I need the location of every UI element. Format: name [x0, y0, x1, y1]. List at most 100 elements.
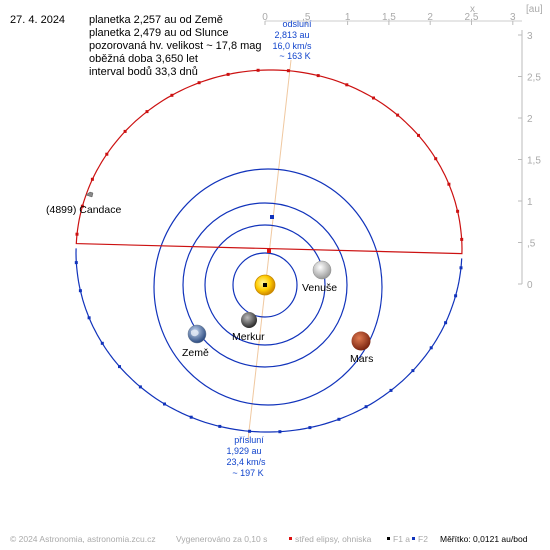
y-scale: 32,521,51,50: [518, 30, 541, 291]
generated-text: Vygenerováno za 0,10 s: [176, 534, 267, 544]
asteroid-orbit: [74, 68, 464, 434]
orbit-point: [396, 113, 400, 117]
mercury-icon: [241, 312, 257, 328]
orbit-point: [389, 388, 393, 392]
orbit-point: [145, 110, 149, 114]
orbit-point: [218, 424, 222, 428]
x-tick-label: 0: [262, 12, 268, 23]
orbit-point: [90, 177, 94, 181]
scale-text: Měřítko: 0,0121 au/bod: [440, 534, 528, 544]
y-tick-label: 1,5: [527, 156, 541, 167]
earth-label: Země: [182, 347, 209, 359]
earth-orbit: [182, 202, 348, 368]
orbit-point: [286, 69, 290, 73]
date-label: 27. 4. 2024: [10, 14, 65, 26]
orbit-point: [256, 68, 260, 72]
orbit-point: [163, 402, 166, 406]
orbit-point: [87, 316, 91, 320]
orbit-point: [74, 261, 78, 265]
mars-icon: [351, 331, 371, 351]
orbit-point: [345, 83, 349, 87]
x-tick-label: 3: [510, 12, 516, 23]
venus-label: Venuše: [302, 282, 337, 294]
orbit-point: [170, 93, 174, 97]
aphelion-label: odsluní 2,813 au 16,0 km/s ~ 163 K: [272, 19, 312, 61]
info-line: planetka 2,479 au od Slunce: [89, 27, 228, 39]
orbit-point: [454, 294, 458, 298]
perihelion-title: přísluní: [234, 435, 264, 445]
legend-f2-swatch: [412, 537, 415, 540]
legend-center-text: střed elipsy, ohniska: [295, 534, 372, 544]
orbit-point: [456, 209, 460, 213]
orbit-point: [459, 266, 463, 270]
earth-icon: [187, 324, 207, 344]
aphelion-speed: 16,0 km/s: [272, 41, 312, 51]
orbit-point: [444, 321, 448, 325]
orbit-point: [417, 133, 420, 137]
x-axis-letter: x: [470, 4, 475, 15]
x-tick-label: ,5: [302, 12, 311, 23]
legend-f1-text: F1 a: [393, 534, 410, 544]
x-tick-label: 2: [427, 12, 433, 23]
y-tick-label: 3: [527, 31, 533, 42]
orbit-point: [189, 415, 193, 419]
orbit-point: [460, 237, 464, 241]
orbit-point: [105, 152, 109, 156]
orbit-point: [80, 204, 84, 208]
aphelion-title: odsluní: [282, 19, 312, 29]
legend-f1-swatch: [387, 537, 390, 540]
perihelion-temperature: ~ 197 K: [232, 468, 263, 478]
orbit-point: [278, 430, 282, 434]
orbit-point: [337, 417, 341, 421]
y-tick-label: 2,5: [527, 73, 541, 84]
info-line: pozorovaná hv. velikost ~ 17,8 mag: [89, 40, 262, 52]
info-line: planetka 2,257 au od Země: [89, 14, 223, 26]
asteroid-icon: [85, 191, 94, 198]
orbit-point: [364, 405, 368, 409]
orbit-point: [248, 429, 252, 433]
perihelion-label: přísluní 1,929 au 23,4 km/s ~ 197 K: [226, 435, 266, 478]
perihelion-distance: 1,929 au: [226, 446, 261, 456]
perihelion-speed: 23,4 km/s: [226, 457, 266, 467]
orbit-point: [138, 385, 142, 389]
orbit-point: [78, 289, 82, 293]
focus-f2-marker: [270, 215, 274, 219]
venus-orbit: [204, 224, 326, 346]
orbit-point: [308, 426, 312, 430]
aphelion-distance: 2,813 au: [274, 30, 309, 40]
footer: © 2024 Astronomia, astronomia.zcu.cz Vyg…: [10, 534, 528, 544]
y-tick-label: 0: [527, 280, 533, 291]
orbit-point: [123, 129, 127, 133]
orbit-point: [226, 72, 230, 76]
orbit-point: [100, 341, 104, 345]
orbit-point: [372, 96, 375, 100]
aphelion-temperature: ~ 163 K: [279, 51, 310, 61]
orbit-point: [447, 182, 451, 186]
y-tick-label: ,5: [527, 239, 536, 250]
info-line: oběžná doba 3,650 let: [89, 53, 198, 65]
y-tick-label: 2: [527, 114, 533, 125]
mercury-orbit: [232, 252, 298, 318]
x-tick-label: 1: [345, 12, 351, 23]
orbit-point: [434, 157, 438, 161]
info-panel: planetka 2,257 au od Země planetka 2,479…: [89, 14, 262, 78]
info-line: interval bodů 33,3 dnů: [89, 66, 198, 78]
x-tick-label: 2,5: [465, 12, 479, 23]
ellipse-center-marker: [267, 249, 271, 253]
orbit-point: [197, 81, 201, 85]
sun-icon: [254, 274, 276, 296]
legend-center-swatch: [289, 537, 292, 540]
asteroid-label: (4899) Candace: [46, 204, 121, 216]
orbit-point: [118, 365, 121, 369]
x-tick-label: 1,5: [382, 12, 396, 23]
mars-orbit: [153, 168, 383, 406]
orbit-point: [411, 369, 415, 373]
orbit-point: [316, 74, 320, 78]
copyright-text: © 2024 Astronomia, astronomia.zcu.cz: [10, 534, 156, 544]
y-tick-label: 1: [527, 197, 533, 208]
venus-icon: [312, 260, 332, 280]
orbit-point: [75, 232, 79, 236]
